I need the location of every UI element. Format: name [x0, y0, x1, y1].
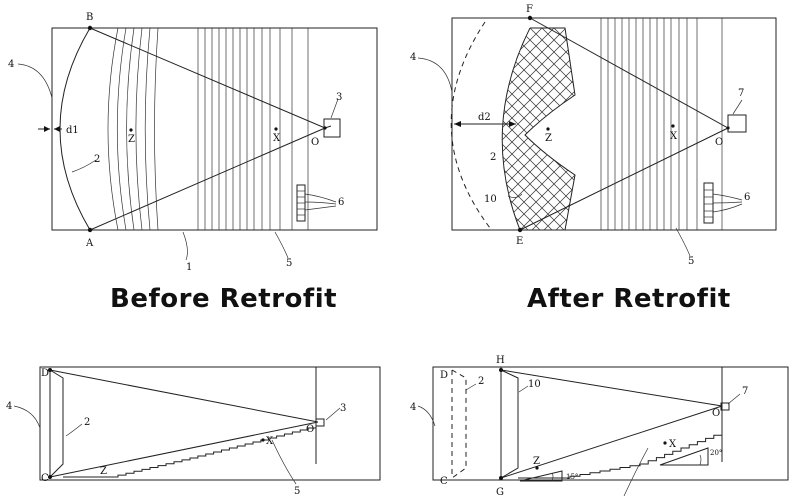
- after-point-e: E: [516, 236, 523, 247]
- after-section-wedge-20: [659, 447, 709, 466]
- after-section-angle-15: 15°: [566, 473, 578, 481]
- after-section-ref-10: 10: [528, 379, 541, 390]
- seat-row: [126, 27, 135, 231]
- after-section-risers: [518, 432, 723, 479]
- after-section-point-x: X: [669, 439, 677, 450]
- before-point-x: X: [273, 133, 281, 144]
- after-section-point-h: H: [496, 355, 505, 366]
- before-section-view: D C Z X O 4 2 3 5: [6, 366, 381, 497]
- after-old-screen-dashed: [450, 21, 491, 229]
- before-dim-d1: d1: [66, 125, 79, 136]
- before-section-point-z: Z: [100, 466, 107, 477]
- before-section-ref-3: 3: [340, 403, 346, 414]
- before-seating-rows: [107, 27, 309, 231]
- seat-row: [154, 27, 159, 231]
- before-section-risers: [63, 426, 317, 478]
- before-ref-5: 5: [286, 258, 292, 269]
- before-plan-view: B A Z X O d1 4 2 3 1 5 6: [8, 12, 378, 273]
- after-point-z: Z: [545, 133, 552, 144]
- after-point-f: F: [526, 4, 533, 15]
- before-ref-3: 3: [336, 92, 342, 103]
- after-ref-7: 7: [738, 88, 744, 99]
- after-section-ray-top: [500, 369, 723, 407]
- after-section-ray-bottom: [500, 405, 723, 479]
- after-ref-5: 5: [688, 256, 694, 267]
- seat-row: [144, 27, 151, 231]
- before-section-ray-bottom: [49, 421, 319, 478]
- before-sightline-bottom: [89, 127, 326, 231]
- before-section-outline: [39, 366, 381, 481]
- after-ref-6: 6: [744, 192, 750, 203]
- before-point-b: B: [86, 12, 93, 23]
- after-section-new-screen: [500, 369, 519, 479]
- before-section-ray-top: [49, 369, 319, 423]
- seat-row: [116, 27, 127, 231]
- seat-row: [135, 27, 143, 231]
- after-section-wedge-15: [519, 470, 563, 482]
- before-section-ref-4: 4: [6, 401, 12, 412]
- after-ref-4: 4: [410, 52, 416, 63]
- after-projector-box: [727, 114, 747, 133]
- after-sightline-top: [529, 17, 729, 129]
- after-section-point-z: Z: [533, 456, 540, 467]
- seat-row: [107, 27, 119, 231]
- after-section-view: H D C G Z X O 4 2 10 7 15° 20°: [410, 355, 789, 498]
- after-section-ref-4: 4: [410, 402, 416, 413]
- after-section-point-c: C: [440, 476, 448, 487]
- before-point-a: A: [85, 238, 94, 249]
- before-speakers: [296, 184, 337, 222]
- after-section-ref-7: 7: [742, 386, 748, 397]
- after-section-old-screen: [451, 369, 467, 479]
- before-room-outline: [51, 27, 378, 231]
- after-plan-view: F E Z X O d2 4 2 10 7 5 6: [410, 4, 777, 267]
- after-section-point-d: D: [440, 370, 448, 381]
- after-new-screen-curve: [501, 27, 531, 231]
- caption-before-retrofit: Before Retrofit: [110, 284, 337, 314]
- after-section-point-g: G: [496, 487, 504, 498]
- before-ref-1: 1: [186, 262, 192, 273]
- before-section-ref-2: 2: [84, 417, 90, 428]
- before-section-ref-5: 5: [294, 486, 300, 497]
- after-section-outline: [432, 366, 789, 481]
- after-section-ref-2: 2: [478, 376, 484, 387]
- before-section-point-o: O: [306, 424, 314, 435]
- after-point-o: O: [715, 137, 723, 148]
- before-section-projector: [315, 418, 325, 427]
- after-room-outline: [451, 17, 777, 231]
- after-sightline-bottom: [519, 127, 729, 231]
- after-speakers: [703, 182, 743, 224]
- before-section-point-x: X: [266, 436, 274, 447]
- before-section-screen: [49, 369, 64, 478]
- before-sightline-top: [89, 27, 326, 129]
- before-ref-6: 6: [338, 197, 344, 208]
- before-point-z: Z: [128, 134, 135, 145]
- before-point-o: O: [311, 137, 319, 148]
- before-section-point-c: C: [41, 473, 49, 484]
- caption-after-retrofit: After Retrofit: [527, 284, 731, 314]
- after-lattice-zone: [502, 27, 576, 231]
- after-point-x: X: [670, 131, 678, 142]
- after-section-angle-20: 20°: [710, 449, 722, 457]
- after-ref-10: 10: [484, 194, 497, 205]
- before-ref-2: 2: [94, 154, 100, 165]
- before-section-point-d: D: [41, 368, 49, 379]
- after-seating-rows: [600, 18, 723, 230]
- after-section-point-o: O: [712, 408, 720, 419]
- after-section-projector: [720, 402, 730, 411]
- before-ref-4: 4: [8, 59, 14, 70]
- after-dim-d2: d2: [478, 112, 491, 123]
- after-ref-2: 2: [490, 152, 496, 163]
